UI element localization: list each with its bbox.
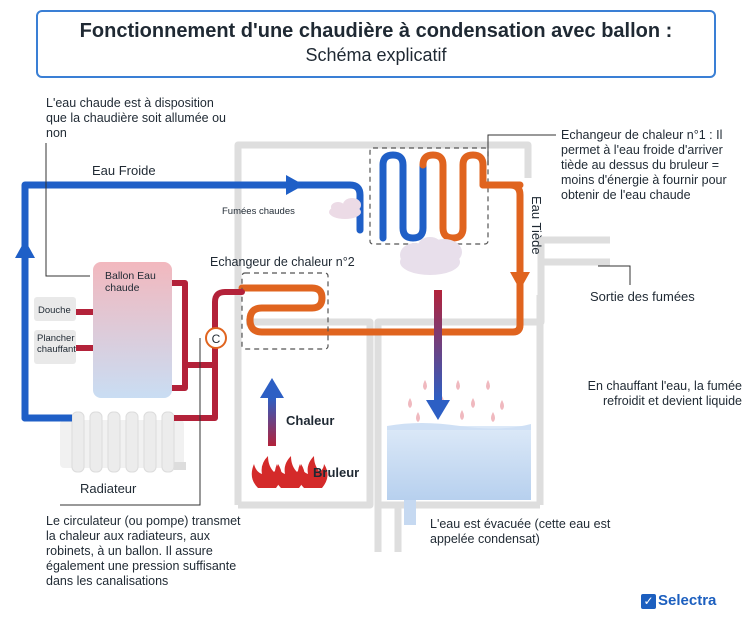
warm-water-pipe: [238, 181, 524, 336]
shower-box: [34, 297, 76, 321]
flue-exit-label: Sortie des fumées: [590, 289, 695, 304]
radiator-icon: [60, 411, 186, 473]
heat-exchanger-2-box: [241, 272, 329, 350]
warm-water-label: Eau Tiède: [529, 196, 544, 255]
burner-flame-icon: [251, 456, 328, 488]
heat-exchanger-2-label: Echangeur de chaleur n°2: [210, 255, 355, 269]
cold-water-arrow-up: [15, 240, 35, 258]
condensate-outlet: [404, 500, 416, 525]
condensate-water: [387, 426, 531, 500]
heat-label: Chaleur: [286, 413, 334, 428]
heat-exchanger-1-box: [369, 147, 489, 245]
page-title: Fonctionnement d'une chaudière à condens…: [79, 20, 673, 42]
check-icon: ✓: [641, 594, 656, 609]
circulator-symbol: C: [212, 332, 221, 346]
note-condensation: En chauffant l'eau, la fumée refroidit e…: [587, 379, 742, 408]
burner-label: Bruleur: [313, 465, 359, 480]
note-circulator: Le circulateur (ou pompe) transmet la ch…: [46, 514, 241, 588]
page-subtitle: Schéma explicatif: [305, 45, 447, 65]
note-condensate: L'eau est évacuée (cette eau est appelée…: [430, 517, 611, 546]
hot-fumes-label: Fumées chaudes: [222, 206, 295, 217]
hot-water-tank: [93, 262, 172, 398]
fumes-cloud-icon: [400, 237, 462, 275]
hot-fumes-cloud-icon: [329, 198, 361, 219]
cold-water-arrow-right: [286, 175, 304, 195]
heat-exchanger-1-coil: [379, 151, 524, 242]
fume-arrow-shaft: [434, 290, 442, 400]
water-wave: [387, 423, 531, 430]
shower-label: Douche: [38, 305, 71, 316]
condensation-drops-icon: [408, 380, 504, 422]
selectra-logo: ✓Selectra: [641, 592, 716, 609]
logo-text: Selectra: [658, 592, 717, 609]
note-hot-water: L'eau chaude est à disposition que la ch…: [46, 96, 226, 140]
heat-arrow-shaft: [268, 398, 276, 446]
heat-arrow-head: [260, 378, 284, 398]
warm-water-arrow-down: [510, 272, 530, 290]
note-heat-exchanger-1: Echangeur de chaleur n°1 : Il permet à l…: [561, 128, 727, 202]
cold-water-label: Eau Froide: [92, 163, 156, 178]
floor-heating-box: [34, 330, 76, 364]
floor-heating-label: Plancher chauffant: [37, 333, 76, 355]
radiator-label: Radiateur: [80, 481, 137, 496]
hot-water-tank-label: Ballon Eau chaude: [105, 270, 156, 294]
circulator-icon: [205, 327, 227, 349]
fume-arrow-head: [426, 400, 450, 420]
callout-lines: [45, 134, 631, 506]
title-box: Fonctionnement d'une chaudière à condens…: [36, 10, 716, 78]
